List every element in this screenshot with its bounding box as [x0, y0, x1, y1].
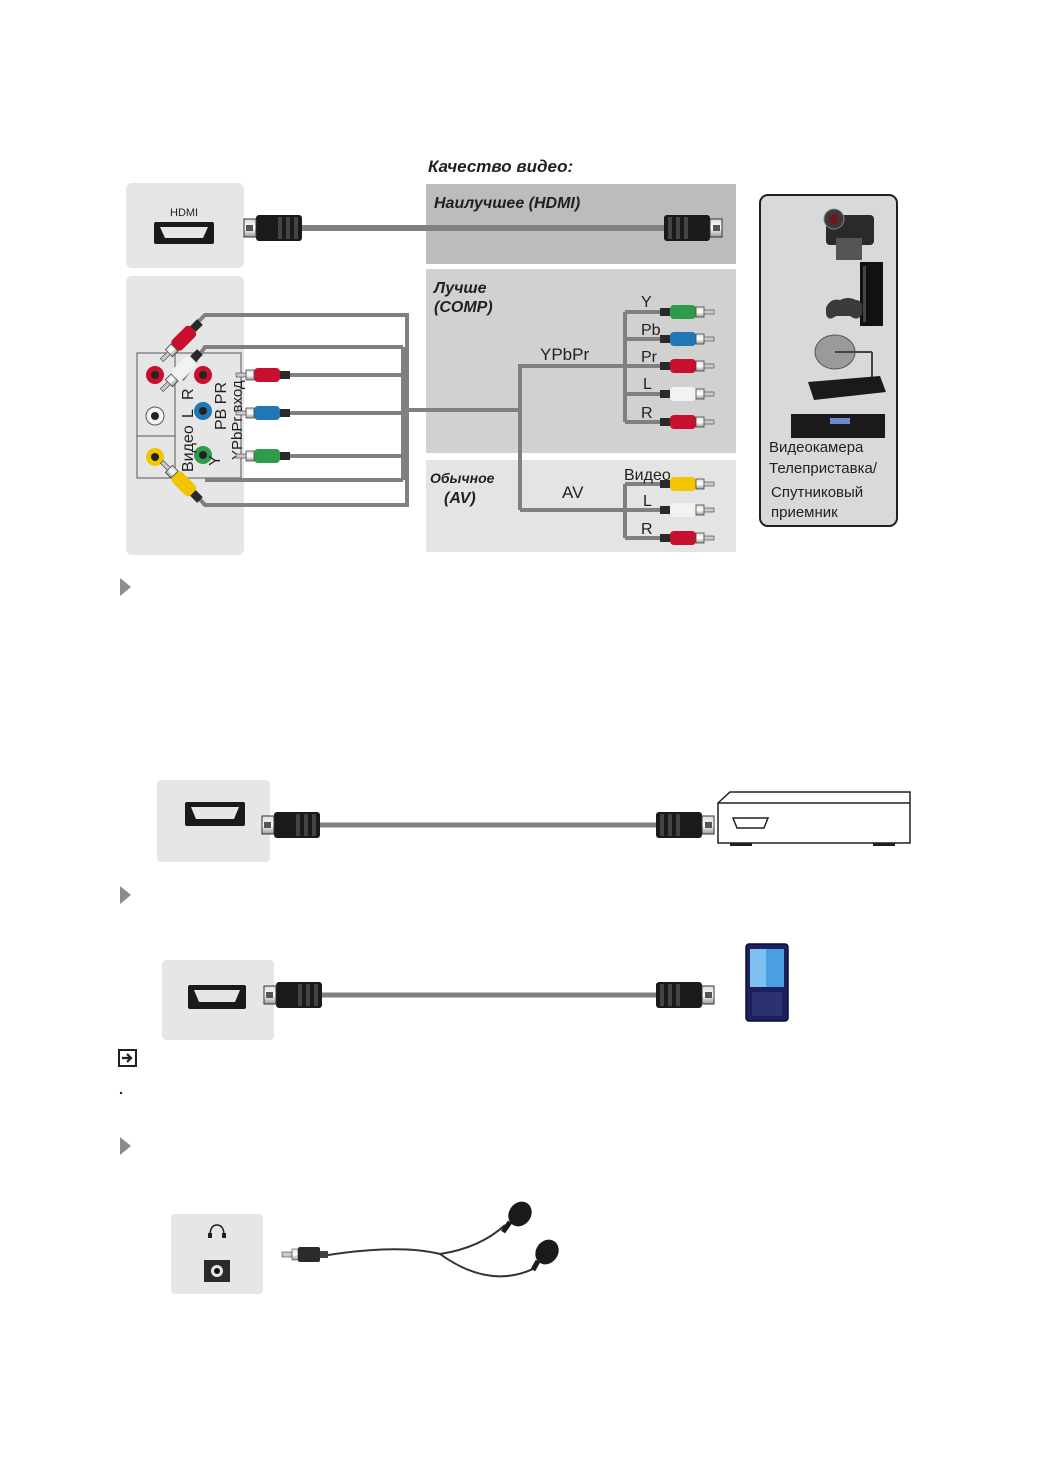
l-label: L [643, 376, 652, 393]
headphones-icon [208, 1224, 226, 1238]
panel-audio-l-label: L [180, 409, 197, 418]
earphone-cable [327, 1224, 536, 1278]
rca-jack-icon [145, 366, 212, 466]
headphone-jack-icon [204, 1260, 230, 1282]
y-label: Y [641, 294, 652, 311]
panel-pb-pr-label: PB PR [213, 382, 230, 430]
normal-quality-label-2: (AV) [444, 490, 476, 507]
pr-label: Pr [641, 349, 658, 366]
game-console-icon [826, 262, 883, 326]
l2-label: L [643, 493, 652, 510]
bullet-dot [119, 1091, 123, 1095]
hdmi-plug-3-right [655, 981, 715, 1009]
hdmi-port-icon [188, 985, 246, 1009]
better-quality-label-2: (COMP) [434, 299, 493, 316]
earbud-icon [500, 1201, 559, 1272]
tv-headphone-panel [171, 1214, 263, 1294]
device-label-3: Спутниковый [771, 484, 863, 501]
hdmi-port-icon [154, 222, 214, 244]
jack-group-box [136, 352, 242, 479]
panel-y-label: Y [207, 455, 224, 466]
video-label: Видео [624, 467, 671, 484]
hdmi-plug-3-left [263, 981, 323, 1009]
hdmi-port-icon [185, 802, 245, 826]
satellite-receiver-icon [791, 334, 886, 438]
r-label: R [641, 405, 653, 422]
better-quality-label-1: Лучше [433, 280, 487, 297]
best-quality-label: Наилучшее (HDMI) [434, 195, 580, 212]
hdmi-plug-right [663, 214, 723, 242]
panel-video-label: Видео [180, 425, 197, 472]
play-arrow-icon [120, 578, 131, 596]
device-label-4: приемник [771, 504, 838, 521]
rca-plug-tv-pr [235, 367, 291, 383]
av-cable-label: AV [562, 483, 584, 502]
panel-ypbpr-input-label: YPbPr вход [229, 380, 246, 460]
hdmi-plug-2-right [655, 811, 715, 839]
camcorder-icon [823, 208, 874, 260]
pb-label: Pb [641, 322, 661, 339]
earphone-plug [281, 1247, 328, 1262]
play-arrow-icon [120, 1137, 131, 1155]
ypbpr-cable-label: YPbPr [540, 345, 589, 364]
normal-quality-label-1: Обычное [430, 470, 495, 486]
r2-label: R [641, 521, 653, 538]
panel-audio-r-label: R [180, 388, 197, 400]
quality-heading: Качество видео: [428, 157, 573, 176]
play-arrow-icon [120, 886, 131, 904]
device-label-1: Видеокамера [769, 439, 864, 456]
hdmi-plug-left [243, 214, 303, 242]
mobile-phone-icon [745, 943, 789, 1022]
set-top-box-icon [717, 791, 911, 846]
device-label-2: Телеприставка/ [769, 460, 878, 477]
hdmi-plug-2-left [261, 811, 321, 839]
hdmi-port-label: HDMI [170, 207, 198, 219]
note-icon [118, 1049, 137, 1067]
